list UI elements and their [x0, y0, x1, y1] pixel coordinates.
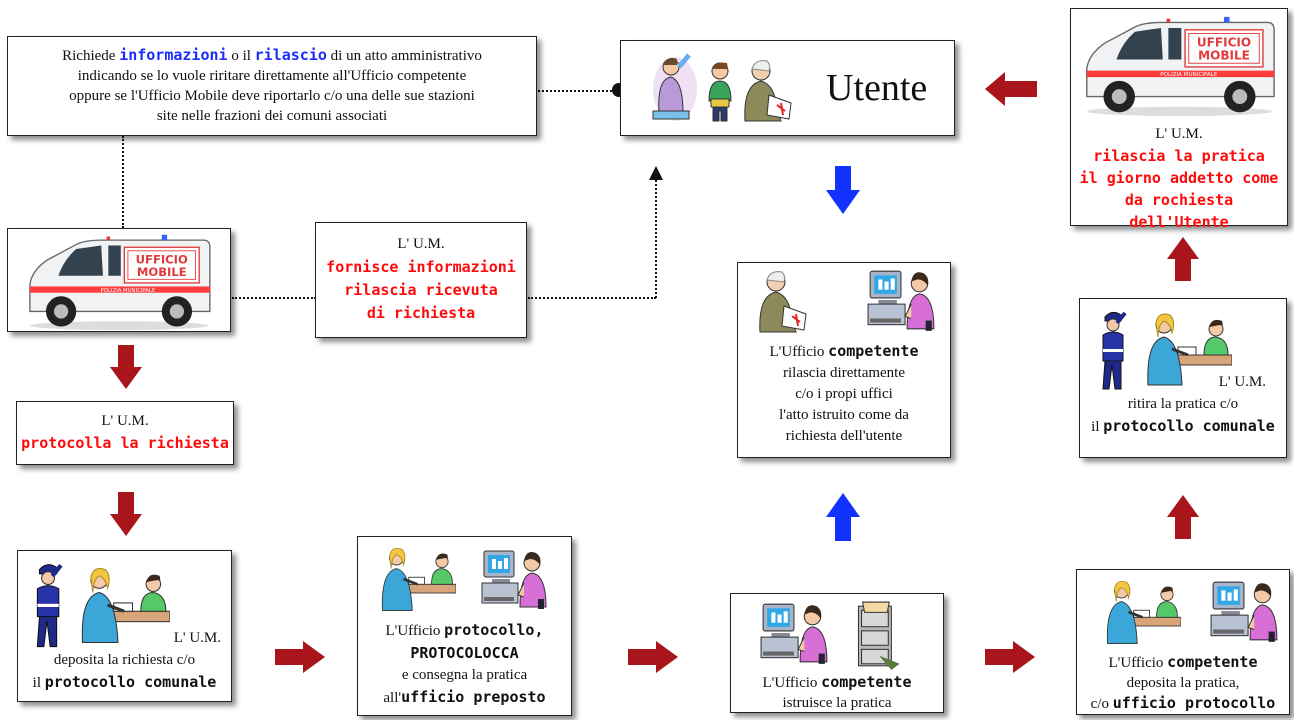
van-icon: [1077, 15, 1282, 117]
protocol-line-2: protocolla la richiesta: [21, 434, 229, 452]
arrow-up-1: [1167, 495, 1199, 539]
deliver-line-1: L' U.M.: [1155, 126, 1203, 142]
connector-info-user: [528, 297, 656, 299]
instruct-line-2: istruisce la pratica: [782, 695, 892, 711]
deliver-line-2: rilascia la pratica: [1093, 147, 1265, 165]
instruct-line-1: L'Ufficio competente: [762, 673, 912, 691]
stamp-line-4: all'ufficio preposto: [383, 688, 546, 706]
connector-up-to-user: [655, 180, 657, 298]
user-box: Utente: [620, 40, 955, 136]
arrow-right-2: [628, 641, 678, 673]
deposit-line-3: il protocollo comunale: [32, 673, 217, 691]
protocol-line-1: L' U.M.: [101, 413, 149, 429]
protocol-box: L' U.M. protocolla la richiesta: [16, 401, 234, 465]
keyword-rilascio: rilascio: [254, 46, 327, 64]
arrow-up-blue: [826, 493, 860, 541]
policeman-icon: [30, 561, 64, 653]
elderly-man-icon: [756, 269, 812, 335]
child-icon: [705, 59, 735, 123]
deposit-file-line-1: L'Ufficio competente: [1108, 653, 1258, 671]
arrow-down-blue: [826, 166, 860, 214]
van-box-top: L' U.M. rilascia la pratica il giorno ad…: [1070, 8, 1288, 231]
elderly-man-icon: [741, 59, 797, 123]
release-line-2: rilascia direttamente: [782, 365, 906, 381]
collect-line-2: ritira la pratica c/o: [1127, 396, 1239, 412]
receptionists-icon: [372, 545, 456, 613]
collect-line-3: il protocollo comunale: [1091, 417, 1275, 435]
van-icon: [16, 233, 222, 331]
arrow-down-1: [110, 345, 142, 389]
deposit-line-2: deposita la richiesta c/o: [53, 652, 196, 668]
arrow-right-1: [275, 641, 325, 673]
info-box: L' U.M. fornisce informazioni rilascia r…: [315, 222, 527, 338]
info-line-3: rilascia ricevuta: [344, 281, 498, 299]
receptionists-icon: [70, 565, 170, 645]
arrow-down-2: [110, 492, 142, 536]
computer-woman-icon: [759, 600, 831, 666]
stamp-line-1: L'Ufficio protocollo,: [385, 621, 544, 639]
stamp-line-2: PROTOCOLOCCA: [410, 644, 519, 662]
deposit-file-line-3: c/o ufficio protocollo: [1090, 694, 1276, 712]
release-office-box: L'Ufficio competente rilascia direttamen…: [737, 262, 951, 458]
connector-request-user: [535, 90, 619, 92]
van-box-left: [7, 228, 231, 332]
user-label: Utente: [826, 67, 928, 109]
deposit-box: L' U.M. deposita la richiesta c/o il pro…: [17, 550, 232, 702]
receptionists-icon: [1136, 311, 1232, 387]
deliver-line-4: da rochiesta dell'Utente: [1124, 191, 1234, 231]
info-line-4: di richiesta: [366, 304, 476, 322]
connector-van-info: [232, 297, 316, 299]
request-line-1: Richiede informazioni o il rilascio di u…: [62, 46, 482, 64]
woman-icon: [649, 51, 699, 125]
arrow-left-to-user: [985, 72, 1037, 106]
info-line-2: fornisce informazioni: [326, 258, 516, 276]
deliver-line-3: il giorno addetto come: [1079, 169, 1279, 187]
receptionists-icon: [1097, 578, 1181, 646]
filing-cabinet-icon: [851, 600, 905, 672]
release-line-1: L'Ufficio competente: [769, 342, 919, 360]
release-line-5: richiesta dell'utente: [785, 428, 903, 444]
collect-box: L' U.M. ritira la pratica c/o il protoco…: [1079, 298, 1287, 458]
policeman-icon: [1096, 309, 1128, 395]
connector-arrowhead: [649, 166, 663, 180]
deposit-line-1: L' U.M.: [173, 630, 221, 646]
request-box: Richiede informazioni o il rilascio di u…: [7, 36, 537, 136]
arrow-right-3: [985, 641, 1035, 673]
stamp-line-3: e consegna la pratica: [401, 667, 528, 683]
stamp-box: L'Ufficio protocollo, PROTOCOLOCCA e con…: [357, 536, 572, 716]
collect-line-1: L' U.M.: [1218, 374, 1266, 390]
computer-woman-icon: [480, 547, 550, 611]
arrow-up-2: [1167, 237, 1199, 281]
connector-request-van: [122, 136, 124, 228]
request-line-3: oppure se l'Ufficio Mobile deve riportar…: [69, 88, 475, 104]
info-line-1: L' U.M.: [397, 236, 445, 252]
request-line-4: site nelle frazioni dei comuni associati: [156, 108, 388, 124]
computer-woman-icon: [866, 267, 938, 333]
instruct-box: L'Ufficio competente istruisce la pratic…: [730, 593, 944, 713]
computer-woman-icon: [1209, 578, 1281, 644]
deposit-file-box: L'Ufficio competente deposita la pratica…: [1076, 569, 1290, 715]
release-line-4: l'atto istruito come da: [779, 407, 909, 423]
release-line-3: c/o i propi uffici: [795, 386, 893, 402]
keyword-informazioni: informazioni: [119, 46, 228, 64]
request-line-2: indicando se lo vuole riritare direttame…: [77, 68, 467, 84]
deposit-file-line-2: deposita la pratica,: [1126, 675, 1240, 691]
